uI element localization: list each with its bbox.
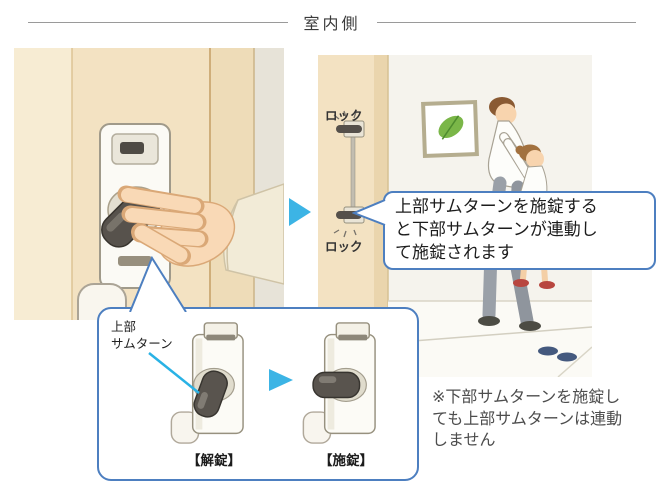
- header-line-right: [376, 21, 637, 23]
- knob-locked: [312, 371, 361, 399]
- header-line-left: [28, 21, 288, 23]
- caption-unlocked: 【解錠】: [187, 453, 241, 469]
- lock-label-bottom: ロック: [325, 239, 363, 254]
- picture-frame: [421, 100, 479, 158]
- arrow-right-icon: [289, 198, 311, 226]
- left-illustration-hand-turning-thumbturn: [14, 48, 284, 320]
- callout-tail: [129, 256, 187, 312]
- speech-bubble-tail: [352, 199, 386, 226]
- thumbturn-locked-illustration: [302, 322, 376, 444]
- thumbturn-unlocked-illustration: [170, 322, 244, 444]
- header: 室内側: [28, 10, 637, 34]
- page-title: 室内側: [303, 14, 361, 33]
- lock-label-top: ロック: [325, 108, 363, 123]
- caption-locked: 【施錠】: [319, 453, 373, 469]
- note-text: ※下部サムターンを施錠し ても上部サムターンは連動 しません: [432, 387, 623, 450]
- arrow-right-icon: [269, 369, 293, 391]
- speech-bubble-text: 上部サムターンを施錠する と下部サムターンが連動し て施錠されます: [395, 197, 598, 263]
- step-edge: [412, 326, 592, 342]
- hand: [117, 183, 284, 285]
- upper-thumbturn-label: 上部 サムターン: [111, 319, 173, 351]
- knob-unlocked: [193, 370, 228, 418]
- pointer-line-icon: [148, 352, 200, 394]
- entryway-shoes: [538, 346, 577, 362]
- thumbturn-callout: 上部 サムターン: [97, 307, 419, 481]
- speech-bubble: 上部サムターンを施錠する と下部サムターンが連動し て施錠されます: [383, 191, 656, 270]
- upper-turn-knob: [336, 125, 362, 133]
- linked-thumbturn-hardware: [333, 110, 365, 238]
